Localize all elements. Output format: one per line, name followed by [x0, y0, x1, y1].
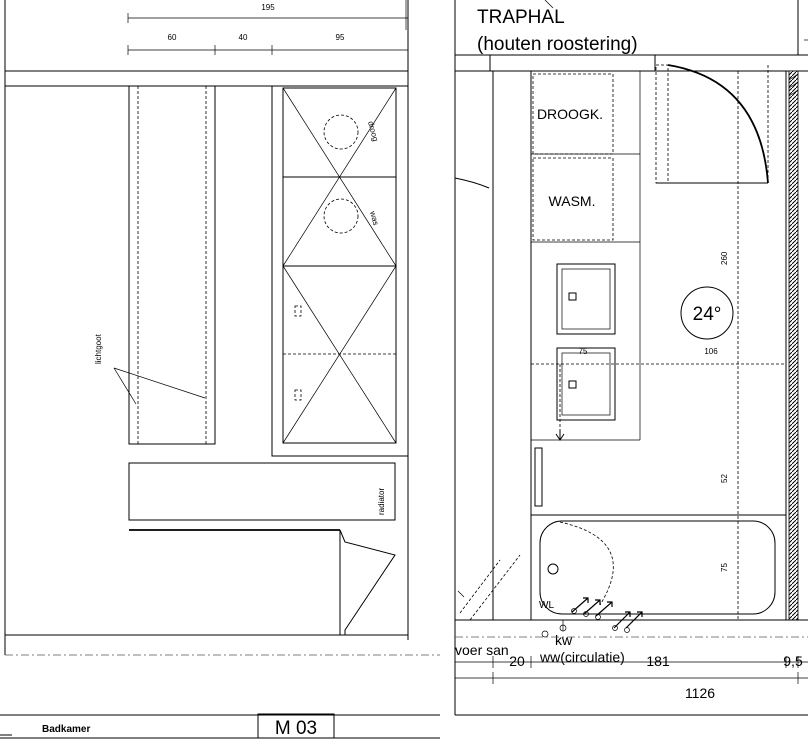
- label-lichtgoot: lichtgoot: [94, 333, 103, 364]
- dim-top-total: 195: [261, 3, 275, 12]
- title-block: Badkamer M 03: [0, 713, 440, 739]
- dim-top-b: 40: [239, 33, 248, 42]
- dim-52: 52: [720, 474, 729, 483]
- label-kw: kw: [555, 632, 573, 648]
- label-voer-san: voer san: [455, 642, 509, 658]
- dim-106: 106: [704, 347, 718, 356]
- label-was: was: [368, 209, 381, 226]
- dim-1126: 1126: [685, 685, 715, 701]
- dim-260: 260: [720, 251, 729, 265]
- title-sheet: M 03: [275, 718, 317, 739]
- title-room: Badkamer: [42, 724, 90, 735]
- dim-top-c: 95: [336, 33, 345, 42]
- dim-75-sink: 75: [579, 347, 588, 356]
- label-temperature: 24°: [693, 304, 722, 325]
- dim-20: 20: [509, 653, 525, 669]
- label-traphal-sub: (houten roostering): [477, 34, 638, 55]
- dim-75-bath: 75: [720, 563, 729, 572]
- label-wasm: WASM.: [549, 193, 596, 209]
- label-ww: ww(circulatie): [539, 649, 625, 665]
- dim-top-a: 60: [168, 33, 177, 42]
- label-wl: WL: [539, 600, 554, 611]
- dim-9-5: 9,5: [783, 653, 803, 669]
- label-traphal: TRAPHAL: [477, 7, 565, 28]
- right-floorplan: TRAPHAL (houten roostering): [454, 0, 808, 716]
- left-elevation: 195 60 40 95 lichtgoot: [4, 0, 440, 656]
- dim-181: 181: [646, 653, 670, 669]
- label-droogk: DROOGK.: [537, 106, 603, 122]
- label-radiator: radiator: [377, 488, 386, 515]
